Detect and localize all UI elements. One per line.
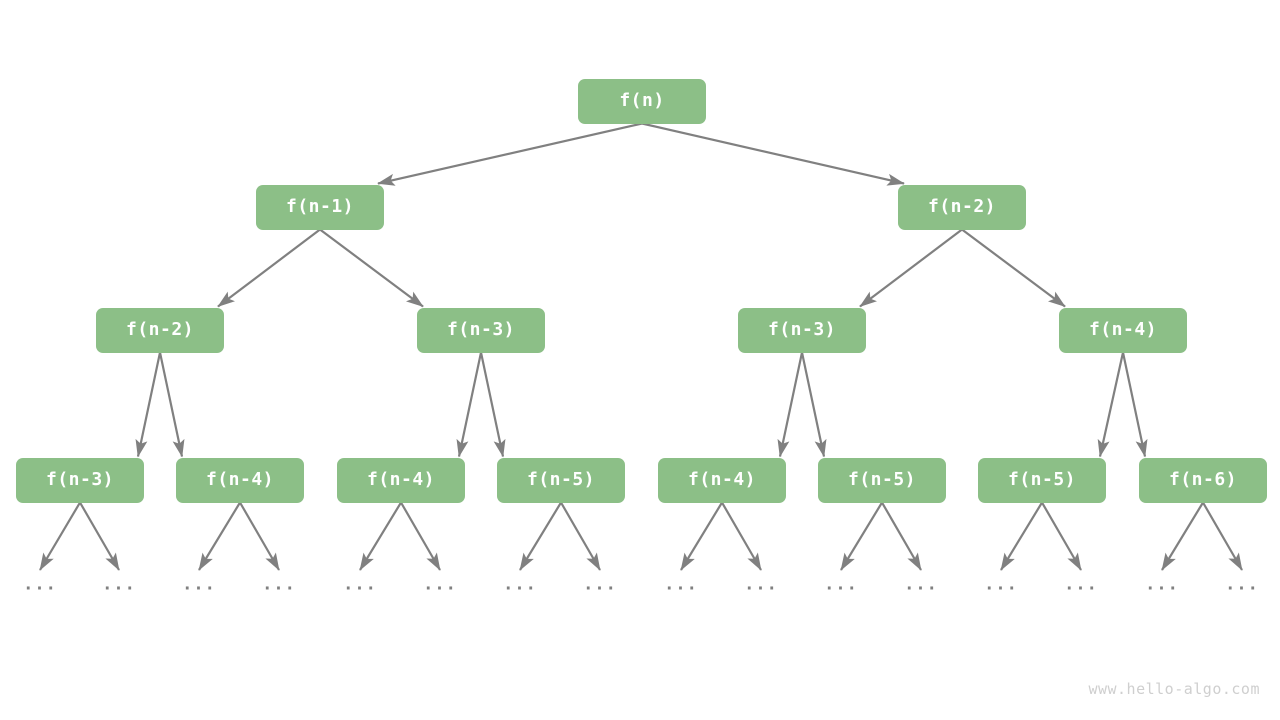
tree-node[interactable]: f(n-4) <box>176 457 304 503</box>
ellipsis-mark: ... <box>102 574 136 595</box>
ellipsis-mark: ... <box>343 574 377 595</box>
tree-node[interactable]: f(n-5) <box>818 457 946 503</box>
ellipsis-mark: ... <box>1225 574 1259 595</box>
tree-node[interactable]: f(n-2) <box>898 184 1026 230</box>
ellipsis-mark: ... <box>744 574 778 595</box>
tree-node[interactable]: f(n-5) <box>978 457 1106 503</box>
ellipsis-mark: ... <box>1064 574 1098 595</box>
ellipsis-mark: ... <box>503 574 537 595</box>
ellipsis-mark: ... <box>423 574 457 595</box>
tree-node[interactable]: f(n-4) <box>337 457 465 503</box>
ellipsis-mark: ... <box>824 574 858 595</box>
ellipsis-mark: ... <box>182 574 216 595</box>
tree-node[interactable]: f(n-4) <box>658 457 786 503</box>
tree-node[interactable]: f(n-6) <box>1139 457 1267 503</box>
tree-node[interactable]: f(n-2) <box>96 307 224 353</box>
ellipsis-mark: ... <box>1145 574 1179 595</box>
ellipsis-mark: ... <box>984 574 1018 595</box>
tree-node[interactable]: f(n-3) <box>738 307 866 353</box>
tree-node[interactable]: f(n) <box>578 78 706 124</box>
watermark: www.hello-algo.com <box>1088 680 1260 698</box>
tree-node[interactable]: f(n-3) <box>16 457 144 503</box>
ellipsis-mark: ... <box>23 574 57 595</box>
tree-node[interactable]: f(n-5) <box>497 457 625 503</box>
ellipsis-mark: ... <box>262 574 296 595</box>
tree-node[interactable]: f(n-1) <box>256 184 384 230</box>
tree-node[interactable]: f(n-4) <box>1059 307 1187 353</box>
tree-node[interactable]: f(n-3) <box>417 307 545 353</box>
ellipsis-mark: ... <box>904 574 938 595</box>
ellipsis-mark: ... <box>664 574 698 595</box>
ellipsis-mark: ... <box>583 574 617 595</box>
